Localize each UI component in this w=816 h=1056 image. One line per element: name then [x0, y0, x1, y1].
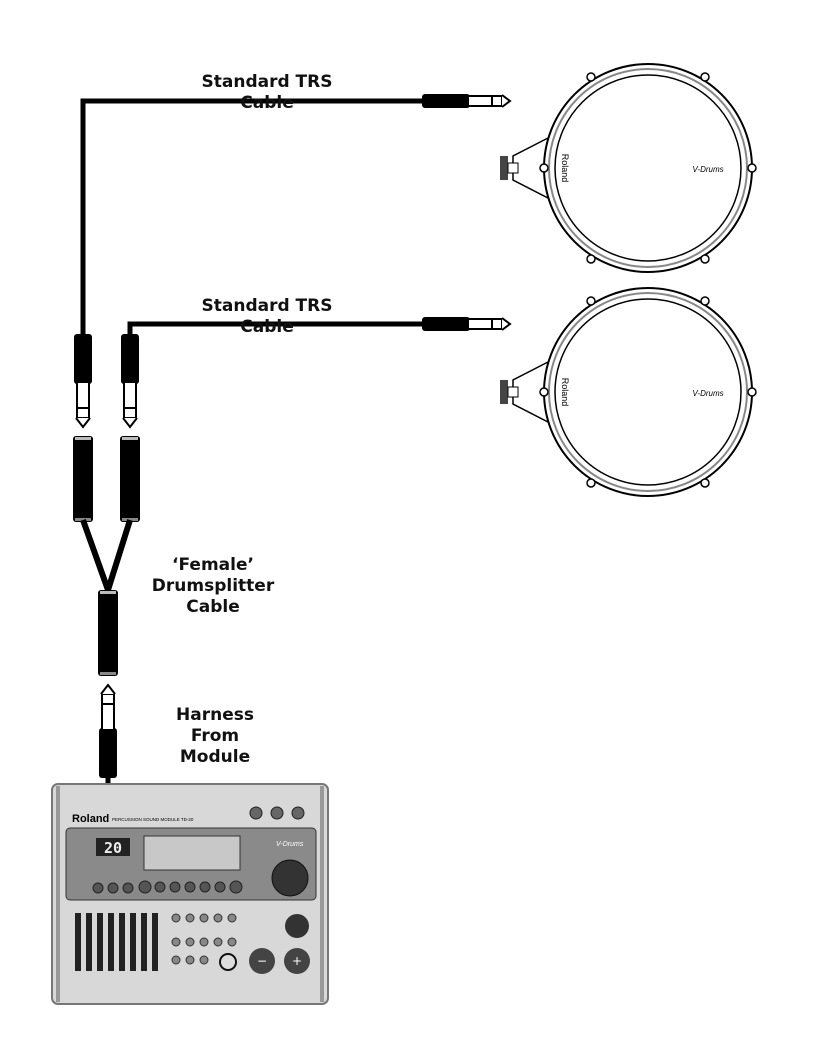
label-cable-top: Standard TRS Cable: [201, 72, 333, 113]
pad-logo: V-Drums: [692, 165, 723, 174]
harness-plug: [98, 684, 118, 779]
pad-brand: Roland: [560, 378, 570, 407]
pad-logo: V-Drums: [692, 389, 723, 398]
label-splitter: ‘Female’ Drumsplitter Cable: [148, 555, 278, 618]
splitter-jack-left: [73, 436, 93, 522]
drum-pad-2: Roland V-Drums: [499, 287, 757, 497]
drum-module: Roland PERCUSSION SOUND MODULE TD-20 20 …: [51, 783, 329, 1005]
label-line: Cable: [186, 597, 240, 617]
label-line: Drumsplitter: [151, 576, 275, 596]
cable-bottom: [127, 321, 422, 335]
plug-right: [120, 333, 140, 428]
module-model: PERCUSSION SOUND MODULE TD-20: [112, 817, 194, 822]
label-line: From: [190, 726, 240, 746]
splitter-cable: [80, 518, 133, 600]
label-line: Module: [179, 747, 251, 767]
plug-top: [421, 93, 511, 109]
label-line: Harness: [176, 705, 254, 725]
label-line: ‘Female’: [172, 555, 254, 575]
drum-pad-1: Roland V-Drums: [499, 63, 757, 273]
plug-left: [73, 333, 93, 428]
module-logo: V-Drums: [276, 841, 304, 848]
splitter-jack-right: [120, 436, 140, 522]
pad-brand: Roland: [560, 154, 570, 183]
label-cable-bottom: Standard TRS Cable: [201, 296, 333, 337]
svg-text:+: +: [292, 954, 302, 968]
module-display-number: 20: [104, 839, 122, 857]
cable-top: [80, 98, 422, 335]
splitter-jack-main: [98, 590, 118, 676]
plug-bottom: [421, 316, 511, 332]
module-brand: Roland: [72, 813, 109, 825]
svg-text:−: −: [257, 954, 267, 968]
label-harness: Harness From Module: [150, 705, 280, 768]
